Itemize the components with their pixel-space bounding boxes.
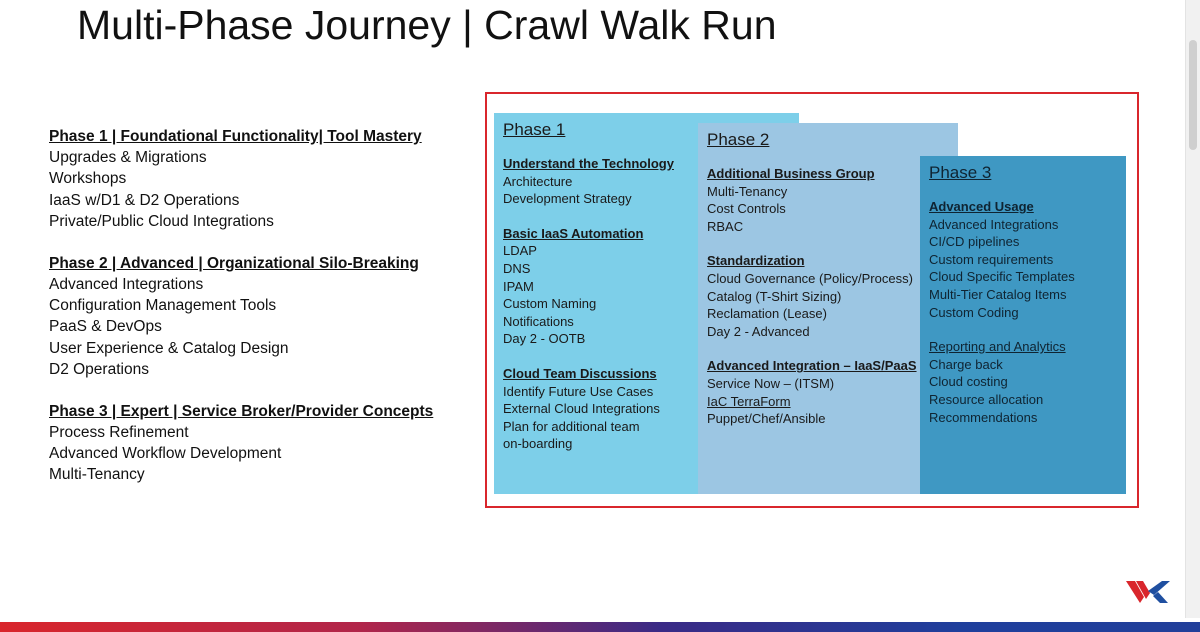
section-item: Catalog (T-Shirt Sizing) — [707, 288, 842, 304]
section-heading: Cloud Team Discussions — [503, 365, 657, 381]
section-item: IaC TerraForm — [707, 393, 791, 409]
vertical-scrollbar[interactable] — [1185, 0, 1200, 618]
section-heading: Understand the Technology — [503, 156, 674, 171]
page-title: Multi-Phase Journey | Crawl Walk Run — [77, 2, 777, 48]
section-item: Notifications — [503, 313, 574, 329]
section-item: Cloud costing — [929, 374, 1008, 390]
section-item: Day 2 - OOTB — [503, 331, 586, 347]
section-item: Architecture — [503, 173, 573, 189]
section-item: Resource allocation — [929, 391, 1044, 407]
phase-summary-item: D2 Operations — [49, 361, 149, 379]
phase-summary-group: Phase 2 | Advanced | Organizational Silo… — [49, 253, 469, 381]
phases-frame — [485, 92, 1139, 508]
phase-section: Cloud Team Discussions Identify Future U… — [503, 365, 799, 453]
section-heading: Reporting and Analytics — [929, 339, 1066, 355]
bottom-accent-bar — [0, 622, 1200, 632]
phase-summary-item: PaaS & DevOps — [49, 318, 162, 336]
section-item: DNS — [503, 260, 531, 276]
section-heading: Advanced Usage — [929, 199, 1034, 214]
section-item: Cloud Governance (Policy/Process) — [707, 270, 913, 286]
phase-summary-group: Phase 1 | Foundational Functionality| To… — [49, 126, 469, 233]
section-item: Custom Coding — [929, 304, 1019, 320]
section-item: Cost Controls — [707, 201, 786, 217]
phase-3-title: Phase 3 — [929, 163, 992, 182]
phase-section: Standardization Cloud Governance (Policy… — [707, 252, 958, 340]
phase-summary-heading: Phase 1 | Foundational Functionality| To… — [49, 128, 422, 145]
section-item: Advanced Integrations — [929, 216, 1059, 232]
section-item: Development Strategy — [503, 191, 632, 207]
section-item: Charge back — [929, 356, 1003, 372]
phase-section: Advanced Integration – IaaS/PaaS Service… — [707, 357, 958, 427]
phase-summary-item: Advanced Workflow Development — [49, 445, 282, 463]
section-item: LDAP — [503, 243, 537, 259]
phase-summary-heading: Phase 3 | Expert | Service Broker/Provid… — [49, 402, 434, 420]
phase-summary-item: Private/Public Cloud Integrations — [49, 213, 274, 231]
section-heading: Additional Business Group — [707, 166, 875, 181]
section-item: CI/CD pipelines — [929, 234, 1020, 250]
section-heading: Standardization — [707, 253, 805, 269]
section-item: Cloud Specific Templates — [929, 269, 1075, 285]
phase-1-title: Phase 1 — [503, 120, 566, 139]
section-item: Plan for additional team — [503, 418, 640, 434]
phase-summary-group: Phase 3 | Expert | Service Broker/Provid… — [49, 401, 469, 486]
phase-section: Reporting and Analytics Charge back Clou… — [929, 338, 1126, 426]
phase-summary-item: Upgrades & Migrations — [49, 149, 207, 166]
section-item: Day 2 - Advanced — [707, 323, 810, 339]
section-item: on-boarding — [503, 436, 573, 452]
phase-summary-item: Advanced Integrations — [49, 275, 204, 293]
phase-summary-heading: Phase 2 | Advanced | Organizational Silo… — [49, 254, 419, 272]
phase-section: Understand the Technology Architecture D… — [503, 155, 799, 208]
section-heading: Advanced Integration – IaaS/PaaS — [707, 358, 917, 374]
section-item: Identify Future Use Cases — [503, 383, 654, 399]
phase-section: Basic IaaS Automation LDAP DNS IPAM Cust… — [503, 225, 799, 348]
section-item: External Cloud Integrations — [503, 401, 660, 417]
section-item: RBAC — [707, 218, 744, 234]
phase-2-panel: Phase 2 Additional Business Group Multi-… — [698, 123, 958, 494]
phase-2-title: Phase 2 — [707, 130, 770, 149]
section-item: Reclamation (Lease) — [707, 306, 827, 322]
phase-summary-item: Multi-Tenancy — [49, 466, 145, 484]
section-heading: Basic IaaS Automation — [503, 225, 644, 241]
section-item: Multi-Tenancy — [707, 183, 788, 199]
phase-summary-item: Configuration Management Tools — [49, 297, 277, 315]
phase-summary-item: IaaS w/D1 & D2 Operations — [49, 191, 240, 209]
phase-section: Advanced Usage Advanced Integrations CI/… — [929, 198, 1126, 321]
section-item: Recommendations — [929, 409, 1038, 425]
section-item: Custom requirements — [929, 251, 1054, 267]
section-item: Custom Naming — [503, 296, 597, 312]
phase-summary-item: Workshops — [49, 170, 127, 188]
phase-section: Additional Business Group Multi-Tenancy … — [707, 165, 958, 235]
scrollbar-thumb[interactable] — [1189, 40, 1197, 150]
phase-summary-item: Process Refinement — [49, 423, 189, 441]
phase-summary-list: Phase 1 | Foundational Functionality| To… — [49, 126, 469, 506]
phase-3-panel: Phase 3 Advanced Usage Advanced Integrat… — [920, 156, 1126, 494]
section-item: IPAM — [503, 278, 534, 294]
company-logo-icon — [1126, 581, 1170, 603]
phase-summary-item: User Experience & Catalog Design — [49, 339, 289, 357]
section-item: Service Now – (ITSM) — [707, 375, 835, 391]
section-item: Puppet/Chef/Ansible — [707, 411, 826, 427]
section-item: Multi-Tier Catalog Items — [929, 286, 1067, 302]
